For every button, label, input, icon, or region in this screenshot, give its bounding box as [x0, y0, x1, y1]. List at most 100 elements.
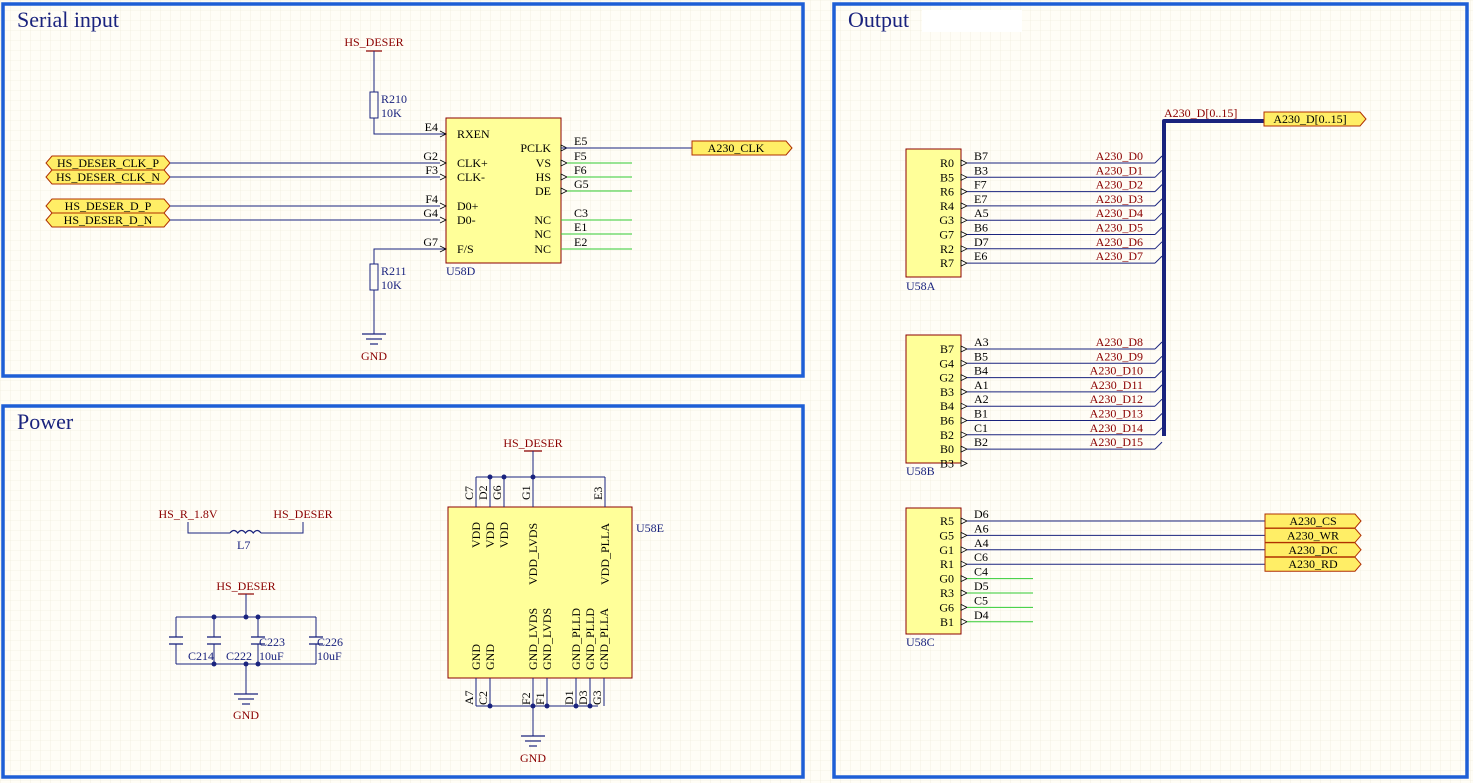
pin-name: B5 [940, 170, 954, 184]
pin-name: GND_LVDS [540, 608, 554, 670]
pin-name: B3 [940, 456, 954, 470]
pin-number: B4 [974, 364, 988, 378]
pin-name: R3 [940, 586, 954, 600]
cap-value: 10uF [317, 649, 342, 663]
pin-arrow [960, 373, 968, 382]
bus-entry [1154, 169, 1163, 178]
pin-number: E1 [574, 220, 587, 234]
pin-number: A7 [462, 690, 476, 705]
pin-name: VDD [483, 522, 497, 548]
output-frame [832, 2, 1469, 779]
u58b-body [905, 334, 962, 464]
pin-name: GND_PLLA [597, 608, 611, 670]
pin-name: HS [536, 170, 551, 184]
pin-number: E5 [574, 134, 587, 148]
output-port [1264, 556, 1362, 572]
net-label: A230_D13 [1090, 407, 1143, 421]
net-label: A230_D5 [1096, 221, 1143, 235]
pin-name: B7 [940, 342, 954, 356]
output-port [1264, 542, 1362, 558]
pin-number: A6 [974, 521, 989, 535]
pin-number: C1 [974, 421, 988, 435]
l7-ref: L7 [237, 538, 250, 552]
net-label: A230_D4 [1096, 206, 1143, 220]
pin-name: D0+ [457, 199, 479, 213]
bus-entry [1154, 398, 1163, 407]
junction-dot [255, 661, 261, 667]
junction-dot [487, 474, 493, 480]
bus-entry [1154, 355, 1163, 364]
u58d-ref: U58D [446, 264, 476, 278]
pin-number: A1 [974, 378, 989, 392]
output-port-label: A230_WR [1287, 528, 1339, 542]
pin-name: D0- [457, 213, 476, 227]
wire [373, 118, 446, 135]
pin-name: VDD_PLLA [598, 523, 612, 585]
r211-value: 10K [381, 278, 402, 292]
pin-arrow [960, 546, 968, 554]
serial-section-title: Serial input [17, 7, 119, 32]
net-label: A230_D8 [1096, 335, 1143, 349]
output-port-label: A230_DC [1288, 543, 1337, 557]
pin-number: G1 [519, 485, 533, 500]
pin-name: B0 [940, 442, 954, 456]
bus-entry [1154, 212, 1163, 221]
pin-number: F3 [425, 163, 438, 177]
junction-dot [211, 614, 217, 620]
pin-number: A3 [974, 335, 989, 349]
pin-arrow [960, 416, 968, 425]
pin-arrow [960, 202, 968, 210]
output-port-label: A230_CS [1289, 514, 1336, 528]
pin-name: R7 [940, 256, 954, 270]
pwr-net-label: HS_DESER [344, 35, 403, 49]
l7-right-net: HS_DESER [273, 507, 332, 521]
bus-entry [1154, 198, 1163, 207]
pin-number: D5 [974, 579, 989, 593]
pin-arrow [560, 173, 568, 181]
bus-entry [1154, 370, 1163, 378]
pin-arrow [439, 173, 447, 181]
wire [187, 522, 230, 534]
pin-name: B2 [940, 428, 954, 442]
pin-arrow [960, 431, 968, 439]
pin-arrow [439, 245, 447, 253]
bus-entry [1154, 184, 1163, 192]
pin-name: G2 [939, 371, 954, 385]
junction-dot [501, 474, 507, 480]
pin-number: F5 [574, 149, 587, 163]
input-port-label: HS_DESER_CLK_P [57, 156, 159, 170]
pin-number: A5 [974, 206, 989, 220]
pin-name: R1 [940, 557, 954, 571]
pin-arrow [960, 359, 968, 367]
power-frame [1, 404, 805, 779]
pin-name: F/S [457, 242, 474, 256]
pin-name: DE [535, 184, 551, 198]
pin-arrow [960, 560, 968, 568]
pin-number: G3 [590, 690, 604, 705]
pin-arrow [960, 574, 968, 583]
serial-input-frame [1, 2, 805, 378]
net-label: A230_D11 [1090, 378, 1143, 392]
pin-arrow [439, 202, 447, 210]
bus-entry [1154, 255, 1163, 264]
pin-number: D2 [476, 485, 490, 500]
pin-name: GND_PLLD [583, 608, 597, 670]
pin-number: B5 [974, 349, 988, 363]
pin-name: VDD [497, 522, 511, 548]
input-port [45, 212, 171, 228]
net-label: A230_D9 [1096, 349, 1143, 363]
pin-arrow [439, 216, 447, 224]
pin-arrow [439, 159, 447, 167]
pin-arrow [960, 589, 968, 597]
cap-ref: C226 [317, 635, 343, 649]
pin-number: G2 [423, 149, 438, 163]
pin-name: GND [469, 644, 483, 670]
u58e-pins: C7VDDD2VDDG6VDDG1VDD_LVDSE3VDD_PLLAA7GND… [462, 474, 612, 709]
pin-arrow [960, 618, 968, 626]
pin-number: D3 [576, 690, 590, 705]
